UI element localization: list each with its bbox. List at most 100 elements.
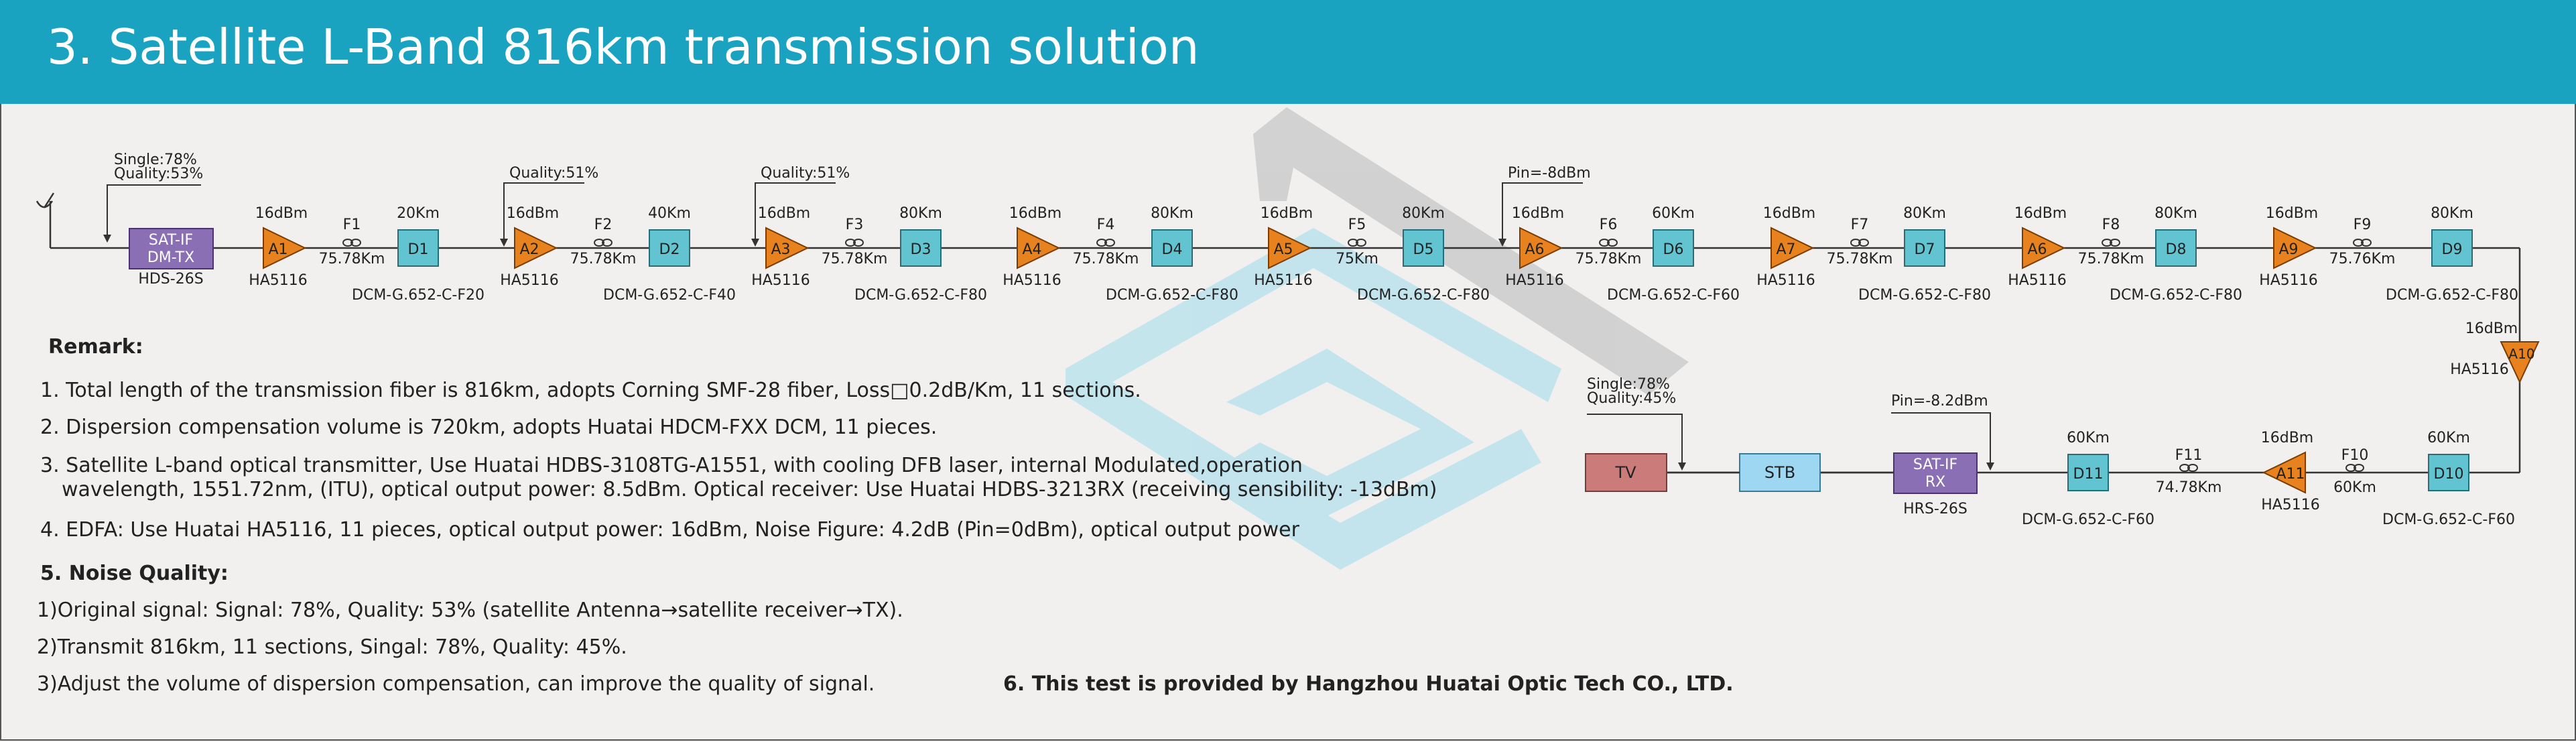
amplifier-power: 16dBm [758,205,810,222]
dcm-box [1904,229,1945,267]
amplifier-id: A7 [1776,241,1795,258]
stb-rect [1739,453,1821,492]
fiber-id: F5 [1348,217,1366,233]
dcm-length: 80Km [2431,205,2473,222]
amplifier-model: HA5116 [2008,272,2067,289]
amplifier-power: 16dBm [255,205,308,222]
remark-item: 5. Noise Quality: [40,562,229,585]
dcm-box [1653,229,1694,267]
amplifier-power: 16dBm [1261,205,1313,222]
amplifier-triangle [514,227,558,269]
dcm-model: DCM-G.652-C-F80 [1858,287,1991,304]
amplifier-power: 16dBm [507,205,559,222]
amplifier-model: HA5116 [1756,272,1815,289]
dcm-id: D2 [659,241,680,258]
probe-arrow-icon [500,239,508,247]
tx-quality-status: Quality:53% [114,166,203,182]
amplifier-model: HA5116 [500,272,559,289]
tx-signal-status: Single:78% [114,151,197,168]
antenna-icon [36,192,55,248]
fiber-id: F10 [2341,447,2369,464]
amplifier-model: HA5116 [249,272,308,289]
remark-item: 2)Transmit 816km, 11 sections, Singal: 7… [37,635,627,659]
amplifier-id: A9 [2278,241,2298,258]
dcm-box [2431,229,2473,267]
probe-line [1891,412,1991,469]
remark-item: 4. EDFA: Use Huatai HA5116, 11 pieces, o… [40,518,1299,542]
dcm-box [397,229,439,267]
page-title: 3. Satellite L-Band 816km transmission s… [47,19,1200,75]
fiber-id: F1 [343,217,361,233]
stb-box: STB [1739,453,1821,492]
stb-label: STB [1764,463,1795,482]
fiber-id: F6 [1600,217,1618,233]
probe-label: Quality:51% [761,165,850,182]
fiber-coil-icon [2353,239,2372,247]
title-bar: 3. Satellite L-Band 816km transmission s… [0,0,2576,104]
amplifier-id: A10 [2508,346,2534,362]
amplifier-triangle [263,227,307,269]
dcm-length: 80Km [2154,205,2197,222]
sat-tx-label: SAT-IF [149,232,193,249]
sat-tx-model: HDS-26S [138,271,203,288]
dcm-length: 60Km [2067,430,2110,446]
probe: Quality:51% [751,165,850,247]
probe-arrow-icon [751,239,759,247]
dcm-length: 80Km [1903,205,1946,222]
amplifier-power: 16dBm [2261,430,2313,446]
fiber-length: 60Km [2333,479,2376,496]
amplifier-triangle [765,227,810,269]
fiber-id: F4 [1097,217,1115,233]
dcm-model: DCM-G.652-C-F80 [1106,287,1238,304]
amplifier-triangle [1017,227,1061,269]
fiber-coil-icon [2345,464,2364,472]
tv-label: TV [1614,463,1636,482]
fiber-length: 75Km [1336,251,1378,267]
probe-label: Pin=-8dBm [1508,165,1591,182]
amplifier-model: HA5116 [1505,272,1564,289]
fiber-length: 75.78Km [1827,251,1893,267]
probe-line [755,182,836,245]
fiber-id: F9 [2354,217,2372,233]
fiber-coil-icon [1599,239,1618,247]
tv-rect [1585,453,1667,492]
amplifier-triangle [1519,227,1563,269]
dcm-id: D5 [1413,241,1434,258]
dcm-length: 80Km [1402,205,1445,222]
dcm-id: D4 [1162,241,1183,258]
row1-nodes: SAT-IFDM-TXHDS-26SSingle:78%Quality:53%A… [103,151,2518,304]
rx-pin-label: Pin=-8.2dBm [1891,393,1988,410]
dcm-model: DCM-G.652-C-F80 [2386,287,2518,304]
probe-line [1502,182,1583,245]
rx-quality-status: Quality:45% [1587,390,1676,407]
amplifier-id: A1 [268,241,287,258]
amplifier-power: 16dBm [1512,205,1564,222]
fiber-coil-icon [2102,239,2120,247]
dcm-id: D9 [2442,241,2463,258]
dcm-id: D3 [911,241,931,258]
fiber-length: 75.78Km [822,251,888,267]
amplifier-model: HA5116 [2261,497,2320,513]
dcm-box [1151,229,1193,267]
dcm-model: DCM-G.652-C-F60 [1607,287,1740,304]
dcm-box [900,229,942,267]
dcm-model: DCM-G.652-C-F80 [2110,287,2242,304]
fiber-length: 75.78Km [1575,251,1642,267]
fiber-coil-icon [1348,239,1366,247]
fiber-id: F11 [2175,447,2203,464]
remark-item: 1)Original signal: Signal: 78%, Quality:… [37,599,903,622]
